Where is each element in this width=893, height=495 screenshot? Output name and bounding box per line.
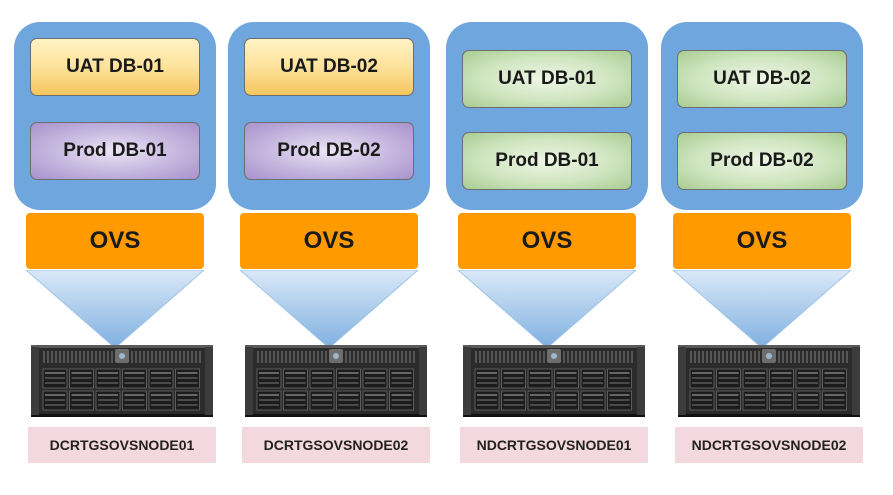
- host-label: NDCRTGSOVSNODE02: [675, 427, 863, 463]
- connection-beam: [458, 270, 636, 349]
- server-icon: [463, 345, 645, 417]
- hypervisor-host: UAT DB-02 Prod DB-02: [228, 22, 430, 210]
- server-icon: [245, 345, 427, 417]
- connection-beam: [26, 270, 204, 349]
- vm-prod-db: Prod DB-02: [244, 122, 414, 180]
- hypervisor-host: UAT DB-01 Prod DB-01: [14, 22, 216, 210]
- host-label: DCRTGSOVSNODE01: [28, 427, 216, 463]
- hypervisor-host: UAT DB-02 Prod DB-02: [661, 22, 863, 210]
- hypervisor-host: UAT DB-01 Prod DB-01: [446, 22, 648, 210]
- ovs-switch: OVS: [26, 213, 204, 269]
- server-icon: [31, 345, 213, 417]
- ovs-switch: OVS: [458, 213, 636, 269]
- vm-prod-db: Prod DB-01: [30, 122, 200, 180]
- vm-uat-db: UAT DB-02: [244, 38, 414, 96]
- node-ndcrtgsovsnode02: UAT DB-02 Prod DB-02 OVS NDCRTGSOVSNODE0…: [661, 0, 871, 495]
- host-label: NDCRTGSOVSNODE01: [460, 427, 648, 463]
- node-ndcrtgsovsnode01: UAT DB-01 Prod DB-01 OVS NDCRTGSOVSNODE0…: [446, 0, 656, 495]
- vm-uat-db: UAT DB-02: [677, 50, 847, 108]
- vm-prod-db: Prod DB-02: [677, 132, 847, 190]
- node-dcrtgsovsnode02: UAT DB-02 Prod DB-02 OVS DCRTGSOVSNODE02: [228, 0, 438, 495]
- vm-prod-db: Prod DB-01: [462, 132, 632, 190]
- connection-beam: [673, 270, 851, 349]
- vm-uat-db: UAT DB-01: [30, 38, 200, 96]
- ovs-switch: OVS: [673, 213, 851, 269]
- node-dcrtgsovsnode01: UAT DB-01 Prod DB-01 OVS DCRTGSOVSNODE01: [14, 0, 224, 495]
- host-label: DCRTGSOVSNODE02: [242, 427, 430, 463]
- server-icon: [678, 345, 860, 417]
- connection-beam: [240, 270, 418, 349]
- vm-uat-db: UAT DB-01: [462, 50, 632, 108]
- ovs-switch: OVS: [240, 213, 418, 269]
